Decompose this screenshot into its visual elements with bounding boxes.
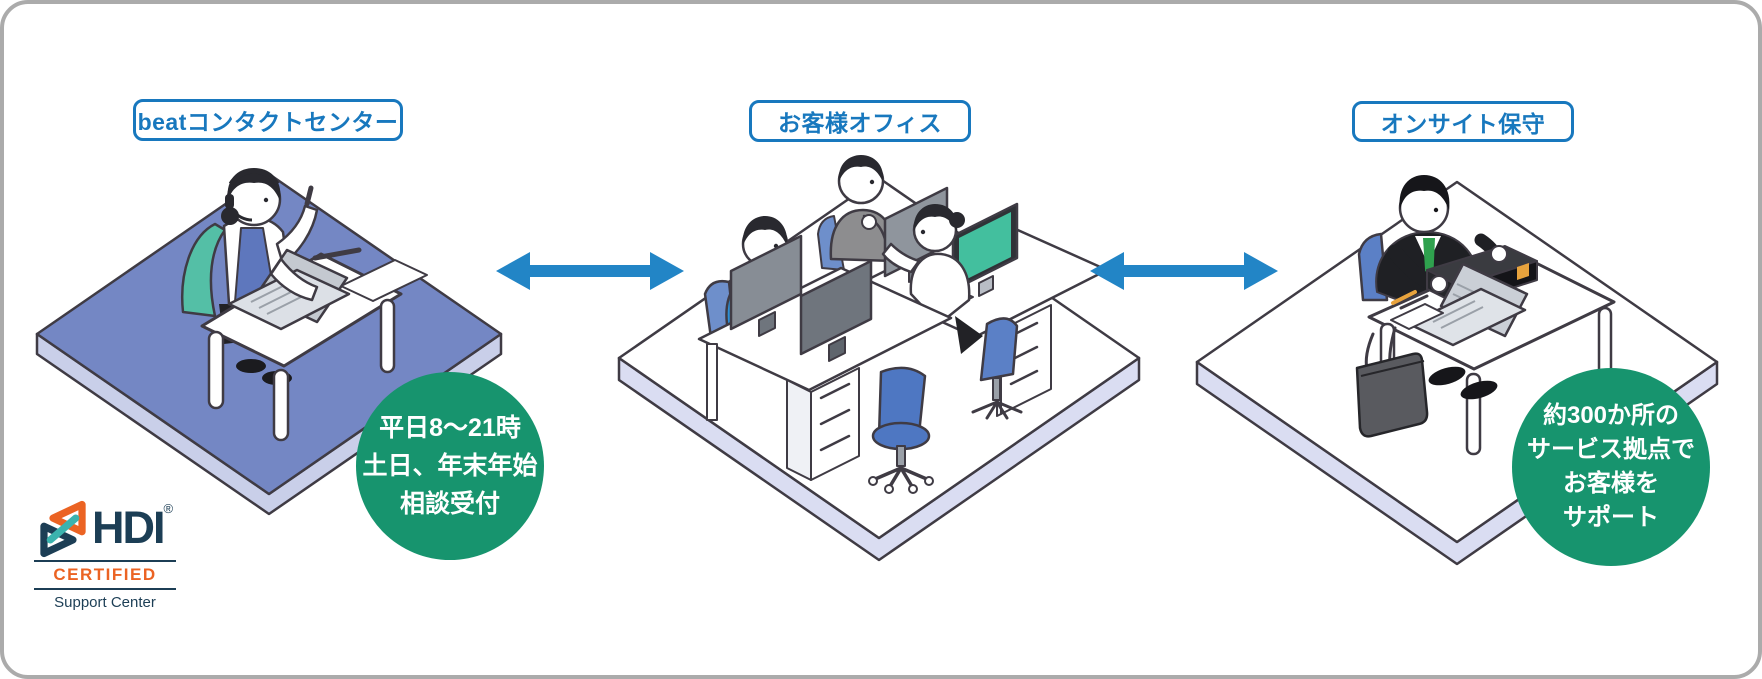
shoe xyxy=(1460,380,1498,400)
service-locations-badge: 約300か所の サービス拠点で お客様を サポート xyxy=(1512,368,1710,566)
hdi-divider xyxy=(34,588,176,590)
shoe xyxy=(1428,366,1466,386)
double-arrow-icon xyxy=(496,252,684,290)
typing-arm xyxy=(269,257,319,302)
support-hours-badge: 平日8〜21時 土日、年末年始 相談受付 xyxy=(356,372,544,560)
person-gray-sweater xyxy=(817,155,897,271)
drawer-unit-front xyxy=(786,367,860,481)
papers-and-pens xyxy=(1390,290,1444,330)
bag xyxy=(1355,326,1429,438)
hdi-divider xyxy=(34,560,176,562)
badge-line: 相談受付 xyxy=(399,490,500,518)
onsite-maintenance-illustration xyxy=(1195,172,1720,574)
badge-line: 平日8〜21時 xyxy=(379,414,521,442)
badge-line: サービス拠点で xyxy=(1527,435,1695,463)
desk-front xyxy=(697,234,953,421)
hdi-registered-mark: ® xyxy=(163,501,174,516)
badge-line: 土日、年末年始 xyxy=(362,452,538,480)
hdi-mark-icon xyxy=(34,500,92,558)
hdi-brand-text: HDI xyxy=(92,502,165,553)
hdi-certified-text: CERTIFIED xyxy=(53,565,157,584)
hdi-certified-logo: HDI ® CERTIFIED Support Center xyxy=(34,500,176,611)
section-label-customer-office: お客様オフィス xyxy=(749,100,971,142)
section-label-contact-center: beatコンタクトセンター xyxy=(133,99,403,141)
customer-office-illustration xyxy=(559,155,1141,562)
badge-line: お客様を xyxy=(1563,470,1659,497)
badge-line: 約300か所の xyxy=(1542,401,1680,429)
laptop xyxy=(1407,262,1529,347)
section-label-onsite-maintenance: オンサイト保守 xyxy=(1352,101,1574,142)
double-arrow-icon xyxy=(1090,252,1278,290)
badge-line: サポート xyxy=(1563,504,1659,532)
office-chair xyxy=(868,366,934,494)
hdi-subtitle-text: Support Center xyxy=(54,594,156,611)
